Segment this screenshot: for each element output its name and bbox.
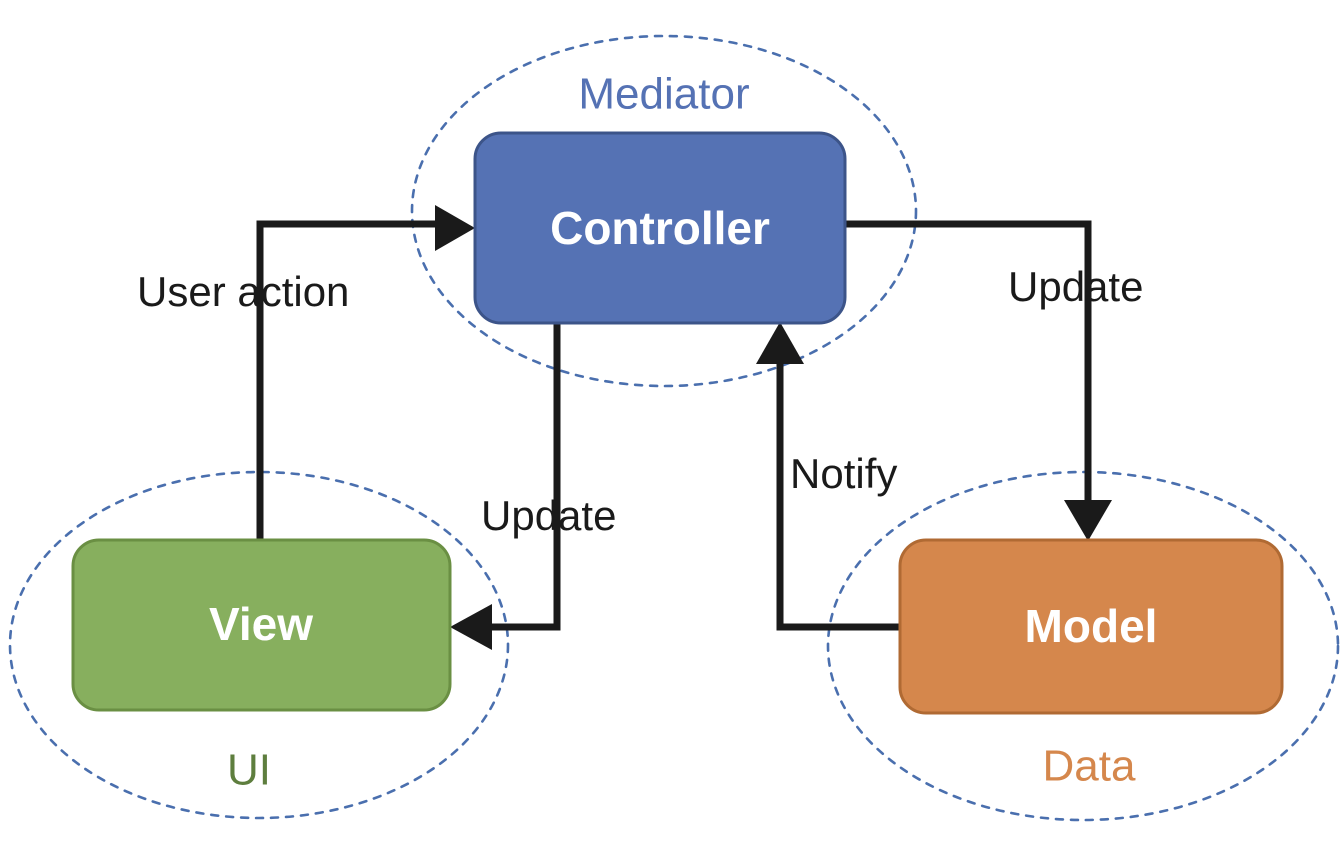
edge-label-model-notify-controller: Notify <box>790 450 897 497</box>
node-view[interactable]: View <box>71 538 452 712</box>
edge-lines <box>256 220 1092 631</box>
group-label-mediator: Mediator <box>578 70 749 119</box>
node-model-label: Model <box>1025 600 1158 652</box>
edge-arrowheads <box>435 205 1112 650</box>
edge-line-controller-update-view <box>485 323 561 631</box>
edge-label-controller-update-view: Update <box>481 492 616 539</box>
arrowhead-model-notify-controller <box>756 322 804 364</box>
group-labels: Mediator UI Data <box>227 70 1136 795</box>
edge-line-model-notify-controller <box>776 356 900 631</box>
edge-line-user-action <box>256 220 452 540</box>
node-view-box[interactable] <box>71 538 452 712</box>
group-label-data: Data <box>1043 742 1136 791</box>
node-boxes: Controller View Model <box>71 131 1284 715</box>
group-ellipse-ui <box>8 470 510 820</box>
arrowhead-controller-update-model <box>1064 500 1112 541</box>
node-controller-label: Controller <box>550 202 770 254</box>
arrowhead-user-action <box>435 205 475 251</box>
node-controller-box[interactable] <box>473 131 847 325</box>
group-ellipse-mediator <box>410 34 918 388</box>
edge-label-controller-update-model: Update <box>1008 263 1143 310</box>
node-controller[interactable]: Controller <box>473 131 847 325</box>
edge-labels: User action Update Update Notify <box>137 263 1143 539</box>
edge-label-user-action: User action <box>137 268 349 315</box>
node-model[interactable]: Model <box>898 538 1284 715</box>
node-model-box[interactable] <box>898 538 1284 715</box>
arrowhead-controller-update-view <box>450 604 492 650</box>
group-label-ui: UI <box>227 746 271 795</box>
node-view-label: View <box>209 598 313 650</box>
group-ellipse-data <box>826 470 1340 822</box>
group-ellipses <box>8 34 1340 822</box>
edge-line-controller-update-model <box>845 220 1092 513</box>
